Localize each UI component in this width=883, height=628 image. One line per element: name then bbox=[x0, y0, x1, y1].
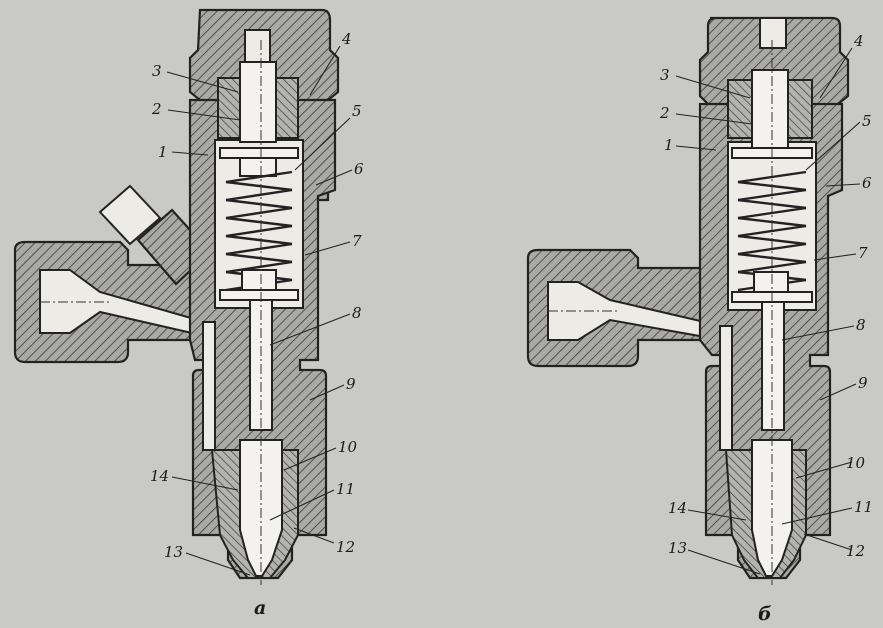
fig-a-leaders bbox=[166, 45, 353, 576]
fig-a-label-2: 2 bbox=[151, 100, 162, 118]
fig-a-label-12: 12 bbox=[336, 538, 355, 556]
fig-b-label-5: 5 bbox=[862, 112, 872, 130]
fig-a-label-3: 3 bbox=[152, 62, 162, 80]
fig-b-label-1: 1 bbox=[664, 136, 674, 154]
fig-a-label-4: 4 bbox=[341, 30, 352, 48]
fig-a-label-11: 11 bbox=[336, 480, 355, 498]
fig-a-label-7: 7 bbox=[352, 232, 362, 250]
figure-a bbox=[13, 8, 340, 585]
fig-b-label-12: 12 bbox=[846, 542, 865, 560]
fig-a-adjust-screw bbox=[239, 61, 277, 143]
fig-b-label-4: 4 bbox=[853, 32, 864, 50]
fig-b-label-7: 7 bbox=[858, 244, 868, 262]
fig-a-label-10: 10 bbox=[338, 438, 358, 456]
fig-b-label-14: 14 bbox=[668, 499, 687, 517]
fig-a-label-5: 5 bbox=[352, 102, 362, 120]
fig-b-leaders bbox=[675, 47, 861, 575]
fig-b-label-3: 3 bbox=[660, 66, 670, 84]
fig-a-spring bbox=[225, 170, 293, 292]
fig-b-adjust-screw bbox=[751, 69, 789, 149]
fig-b-label-2: 2 bbox=[659, 104, 670, 122]
fig-b-label-10: 10 bbox=[846, 454, 866, 472]
fig-b-label-8: 8 bbox=[856, 316, 866, 334]
fig-a-label-9: 9 bbox=[346, 375, 356, 393]
fig-a-label-13: 13 bbox=[164, 543, 183, 561]
fig-a-label-8: 8 bbox=[352, 304, 362, 322]
fig-b-label-group: 3 2 1 4 5 6 7 8 9 10 11 12 13 14 б bbox=[659, 32, 873, 625]
fig-b-label-13: 13 bbox=[668, 539, 687, 557]
fig-a-label-14: 14 bbox=[150, 467, 169, 485]
fig-a-caption: а bbox=[254, 597, 266, 619]
fig-b-caption: б bbox=[758, 603, 772, 625]
fig-b-label-6: 6 bbox=[862, 174, 872, 192]
fig-a-label-group: 3 2 1 4 5 6 7 8 9 10 11 12 13 14 а bbox=[150, 30, 364, 619]
fig-b-label-9: 9 bbox=[858, 374, 868, 392]
fig-a-label-1: 1 bbox=[158, 143, 168, 161]
figure-b bbox=[526, 16, 850, 585]
fig-b-label-11: 11 bbox=[854, 498, 873, 516]
fig-a-label-6: 6 bbox=[354, 160, 364, 178]
fig-b-pushrod bbox=[761, 301, 785, 431]
